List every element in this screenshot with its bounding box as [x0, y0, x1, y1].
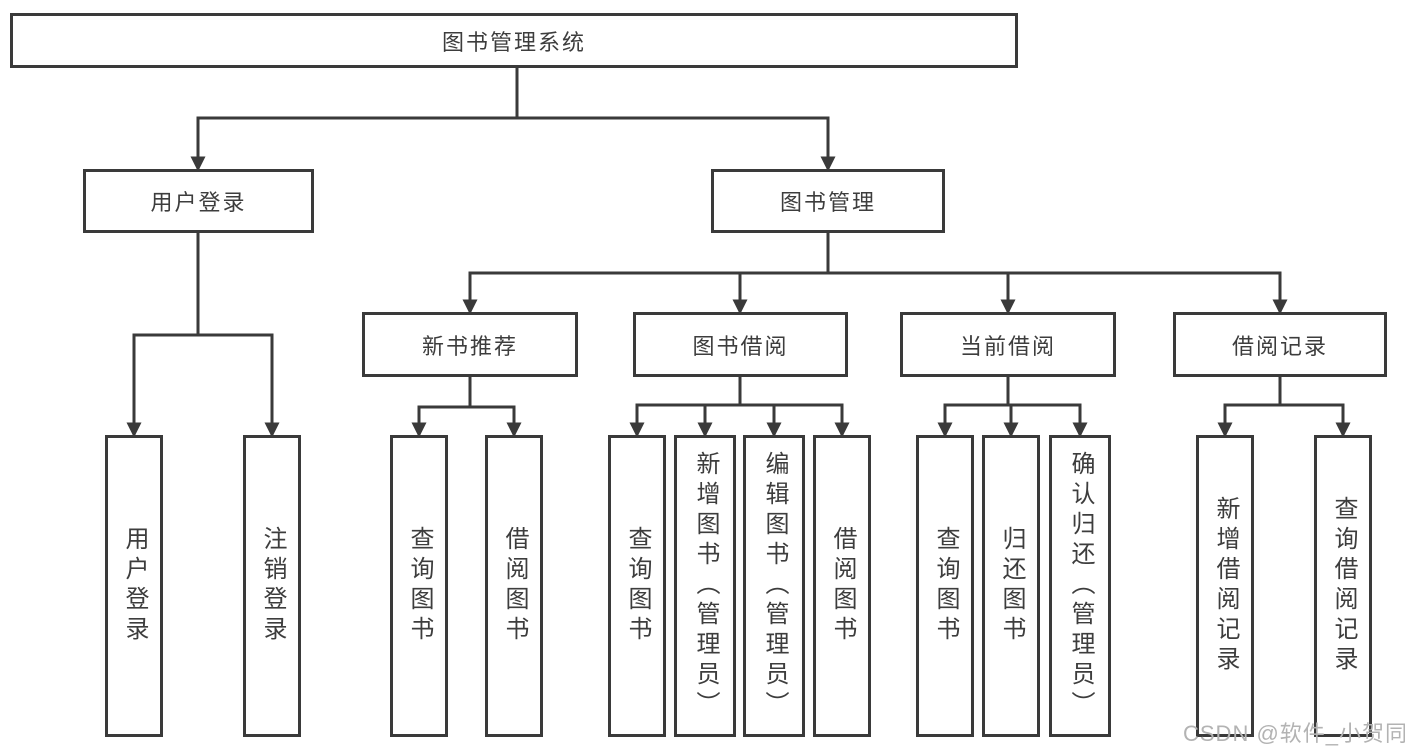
- watermark: CSDN @软件_小贺同学: [1183, 721, 1405, 746]
- edge-book-borrow-to-add: [697, 377, 742, 438]
- node-library-system: 图书管理系统: [10, 13, 1018, 68]
- leaf-records-add-record: 新增借阅记录: [1196, 435, 1254, 737]
- leaf-user-login: 用户登录: [105, 435, 163, 737]
- edge-root-to-book-management: [515, 68, 836, 172]
- leaf-borrow-edit-books-admin: 编辑图书（管理员）: [743, 435, 805, 737]
- edge-book-management-to-borrow-records: [826, 233, 1288, 315]
- leaf-borrow-query-books: 查询图书: [608, 435, 666, 737]
- edge-user-login-to-leaf-logout: [196, 233, 280, 438]
- node-new-book-recommend: 新书推荐: [362, 312, 578, 377]
- leaf-logout: 注销登录: [243, 435, 301, 737]
- edge-book-management-to-book-borrow: [732, 233, 830, 315]
- leaf-current-query-books: 查询图书: [916, 435, 974, 737]
- leaf-borrow-add-books-admin: 新增图书（管理员）: [674, 435, 736, 737]
- leaf-current-confirm-return-admin: 确认归还（管理员）: [1049, 435, 1111, 737]
- edge-current-borrow-to-query: [937, 377, 1010, 438]
- node-book-borrow: 图书借阅: [633, 312, 848, 377]
- node-user-login: 用户登录: [83, 169, 314, 233]
- node-borrow-records: 借阅记录: [1173, 312, 1387, 377]
- leaf-newbook-query-books: 查询图书: [390, 435, 448, 737]
- node-current-borrow: 当前借阅: [900, 312, 1116, 377]
- edge-borrow-records-to-add: [1217, 377, 1282, 438]
- edge-new-book-to-query: [411, 377, 472, 438]
- leaf-newbook-borrow-books: 借阅图书: [485, 435, 543, 737]
- edge-user-login-to-leaf-login: [126, 233, 200, 438]
- edge-current-borrow-to-confirm: [1006, 377, 1088, 438]
- edge-new-book-to-borrow: [468, 377, 522, 438]
- leaf-records-query-record: 查询借阅记录: [1314, 435, 1372, 737]
- node-book-management: 图书管理: [711, 169, 945, 233]
- edge-root-to-user-login: [190, 68, 519, 172]
- edge-borrow-records-to-query: [1278, 377, 1351, 438]
- edge-book-borrow-to-borrow: [738, 377, 850, 438]
- leaf-current-return-books: 归还图书: [982, 435, 1040, 737]
- leaf-borrow-borrow-books: 借阅图书: [813, 435, 871, 737]
